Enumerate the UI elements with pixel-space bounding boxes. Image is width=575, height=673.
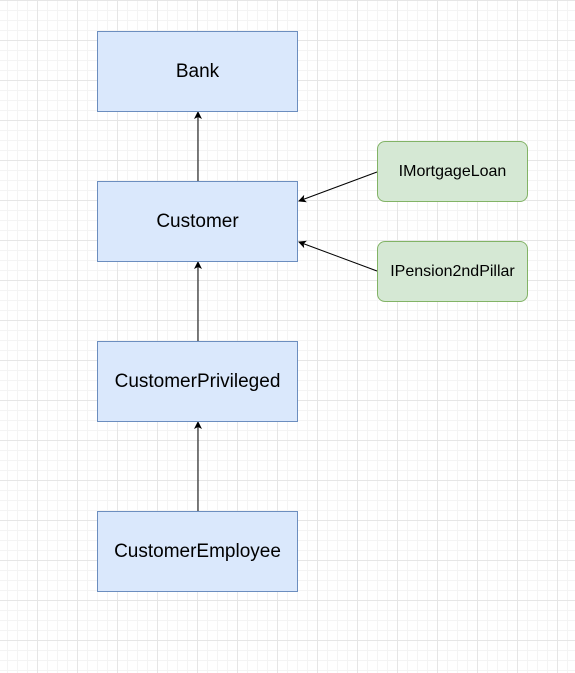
class-bank[interactable]: Bank xyxy=(97,31,298,112)
class-customer-employee-label: CustomerEmployee xyxy=(114,540,281,562)
interface-imortgage-loan-label: IMortgageLoan xyxy=(398,162,507,180)
class-customer[interactable]: Customer xyxy=(97,181,298,262)
class-customer-privileged-label: CustomerPrivileged xyxy=(114,370,281,392)
class-bank-label: Bank xyxy=(175,60,220,82)
interface-imortgage-loan[interactable]: IMortgageLoan xyxy=(377,141,528,202)
class-customer-privileged[interactable]: CustomerPrivileged xyxy=(97,341,298,422)
interface-ipension-2nd-pillar-label: IPension2ndPillar xyxy=(390,262,515,280)
edge-imortgage-loan-to-customer xyxy=(298,171,378,203)
class-customer-label: Customer xyxy=(156,210,239,232)
interface-ipension-2nd-pillar[interactable]: IPension2ndPillar xyxy=(377,241,528,302)
class-customer-employee[interactable]: CustomerEmployee xyxy=(97,511,298,592)
edge-ipension-2nd-pillar-to-customer xyxy=(298,240,378,272)
